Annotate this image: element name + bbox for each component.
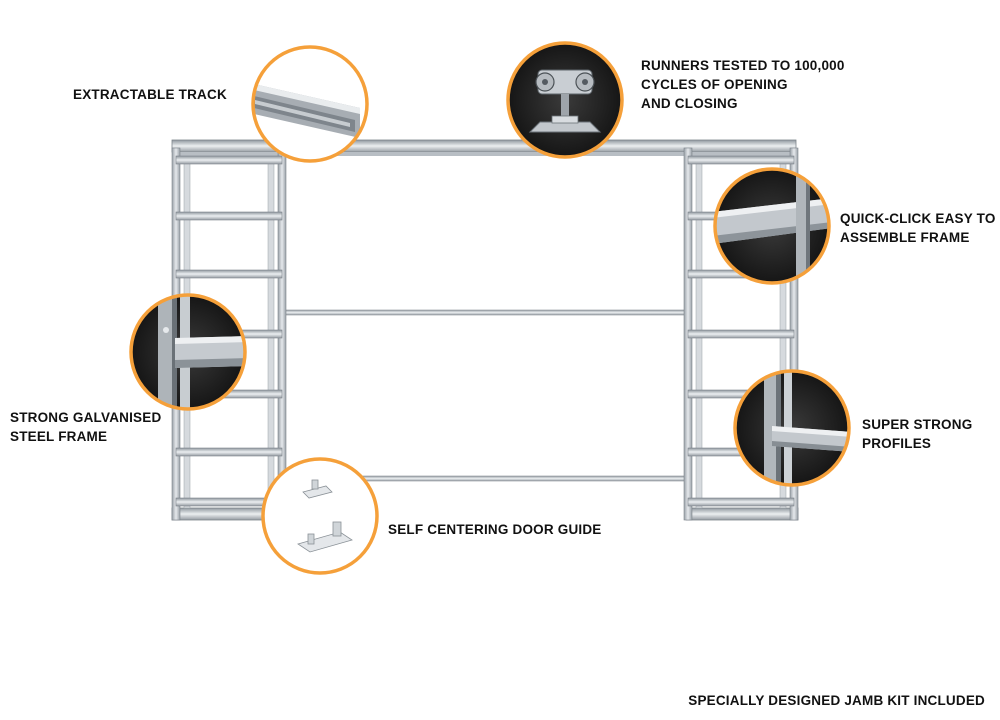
callout-ring [129, 293, 247, 411]
footer-note: SPECIALLY DESIGNED JAMB KIT INCLUDED [688, 693, 985, 708]
callout-galvanised [129, 293, 247, 411]
callout-super-strong [733, 369, 851, 487]
label-super-strong: SUPER STRONG PROFILES [862, 417, 973, 451]
label-extractable-track: EXTRACTABLE TRACK [73, 87, 227, 102]
label-door-guide: SELF CENTERING DOOR GUIDE [388, 522, 602, 537]
profile-closeup-icon [735, 371, 849, 485]
frame-structure [171, 139, 799, 521]
callout-ring [713, 167, 831, 285]
frame-joint-closeup-icon [715, 169, 829, 283]
runner-wheel-closeup-icon [508, 43, 622, 157]
track-rail-closeup-icon [253, 47, 367, 161]
steel-profile-closeup-icon [131, 295, 245, 409]
bottom-rail-right [685, 507, 799, 521]
callout-extractable-track [251, 45, 369, 163]
label-quick-click: QUICK-CLICK EASY TO ASSEMBLE FRAME [840, 211, 996, 245]
door-guide-parts-icon [263, 459, 377, 573]
bottom-spreader-bar [359, 475, 687, 482]
top-rail-lip [172, 152, 796, 156]
callout-ring [251, 45, 369, 163]
callout-quick-click [713, 167, 831, 285]
middle-spreader-bar [283, 309, 687, 316]
callout-runners [506, 41, 624, 159]
callout-ring [261, 457, 379, 575]
callout-ring [733, 369, 851, 487]
label-runners: RUNNERS TESTED TO 100,000 CYCLES OF OPEN… [641, 58, 845, 111]
callout-door-guide [261, 457, 379, 575]
label-galvanised: STRONG GALVANISED STEEL FRAME [10, 410, 162, 444]
callout-ring [506, 41, 624, 159]
